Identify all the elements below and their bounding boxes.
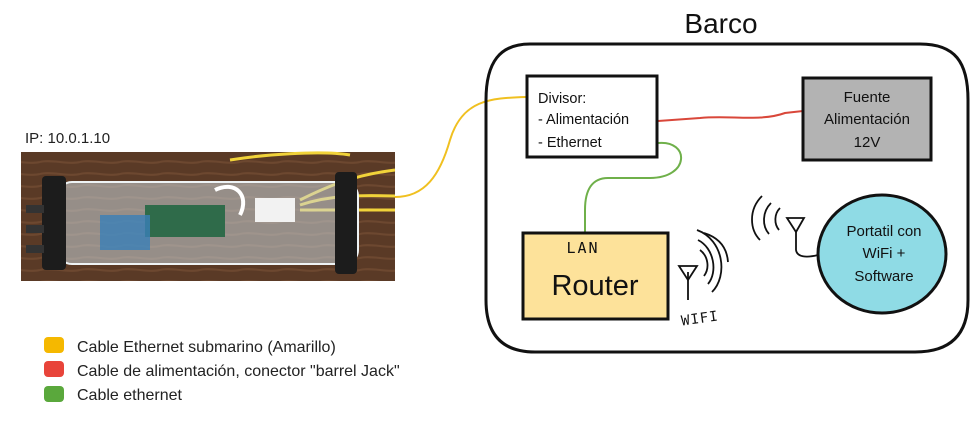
enclosure-photo <box>21 151 396 281</box>
ip-label: IP: 10.0.1.10 <box>25 130 110 147</box>
power-source-box <box>801 76 933 162</box>
yellow-subsea-cable <box>394 96 527 198</box>
power-source-label: Fuente Alimentación 12V <box>824 89 910 151</box>
router-box <box>521 231 670 321</box>
laptop-line-2: WiFi + <box>863 245 906 262</box>
power-line-3: 12V <box>854 134 881 151</box>
splitter-line-2: - Alimentación <box>538 112 629 128</box>
legend-label: Cable de alimentación, conector "barrel … <box>77 363 400 380</box>
legend-swatch-red <box>44 361 64 377</box>
power-line-1: Fuente <box>844 89 891 106</box>
splitter-label: Divisor: - Alimentación - Ethernet <box>538 91 629 151</box>
laptop-circle <box>816 193 948 315</box>
legend-label: Cable ethernet <box>77 387 183 404</box>
router-wifi-label: WIFI <box>680 308 720 329</box>
laptop-label: Portatil con WiFi + Software <box>846 223 921 285</box>
power-line-2: Alimentación <box>824 111 910 128</box>
splitter-line-3: - Ethernet <box>538 135 602 151</box>
legend-item: Cable Ethernet submarino (Amarillo) <box>44 337 336 356</box>
legend-item: Cable ethernet <box>44 386 183 404</box>
router-antenna-icon <box>677 229 729 300</box>
laptop-line-1: Portatil con <box>846 223 921 240</box>
legend-item: Cable de alimentación, conector "barrel … <box>44 361 400 380</box>
laptop-line-3: Software <box>854 268 913 285</box>
legend-label: Cable Ethernet submarino (Amarillo) <box>77 339 336 356</box>
red-power-cable <box>657 110 804 122</box>
splitter-line-1: Divisor: <box>538 91 586 107</box>
green-ethernet-cable <box>584 141 683 233</box>
splitter-box <box>525 74 659 159</box>
legend-swatch-green <box>44 386 64 402</box>
laptop-antenna-icon <box>751 195 819 258</box>
legend: Cable Ethernet submarino (Amarillo) Cabl… <box>44 337 400 404</box>
boat-title: Barco <box>684 8 757 39</box>
legend-swatch-yellow <box>44 337 64 353</box>
boat-outline <box>484 42 970 354</box>
router-lan-label: LAN <box>566 239 599 257</box>
router-label: Router <box>551 270 638 302</box>
